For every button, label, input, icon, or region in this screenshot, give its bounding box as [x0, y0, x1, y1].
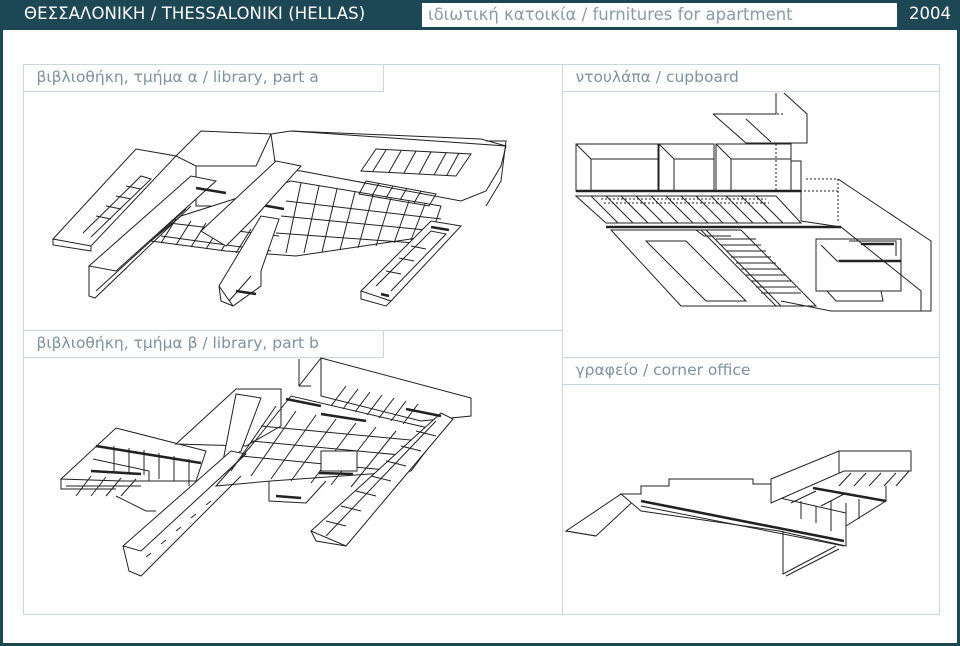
project-year: 2004 — [909, 4, 951, 23]
panel-library-part-b: βιβλιοθήκη, τμήμα β / library, part b — [22, 329, 563, 615]
panel-title: βιβλιοθήκη, τμήμα α / library, part a — [22, 63, 384, 92]
corner-office-drawing — [564, 450, 912, 577]
panel-title: ντουλάπα / cupboard — [561, 63, 940, 92]
panel-title: γραφείο / corner office — [561, 356, 940, 385]
location-title: ΘΕΣΣΑΛΟΝΙΚΗ / THESSALONIKI (HELLAS) — [24, 4, 366, 23]
panel-cupboard: ντουλάπα / cupboard — [561, 63, 940, 359]
panel-title: βιβλιοθήκη, τμήμα β / library, part b — [22, 329, 384, 358]
library-part-a-drawing — [52, 130, 507, 307]
library-part-b-drawing — [59, 357, 472, 577]
panel-library-part-a: βιβλιοθήκη, τμήμα α / library, part a — [22, 63, 563, 332]
project-title: ιδιωτική κατοικία / furnitures for apart… — [422, 3, 897, 27]
panel-corner-office: γραφείο / corner office — [561, 356, 940, 615]
cupboard-drawing — [574, 92, 932, 312]
